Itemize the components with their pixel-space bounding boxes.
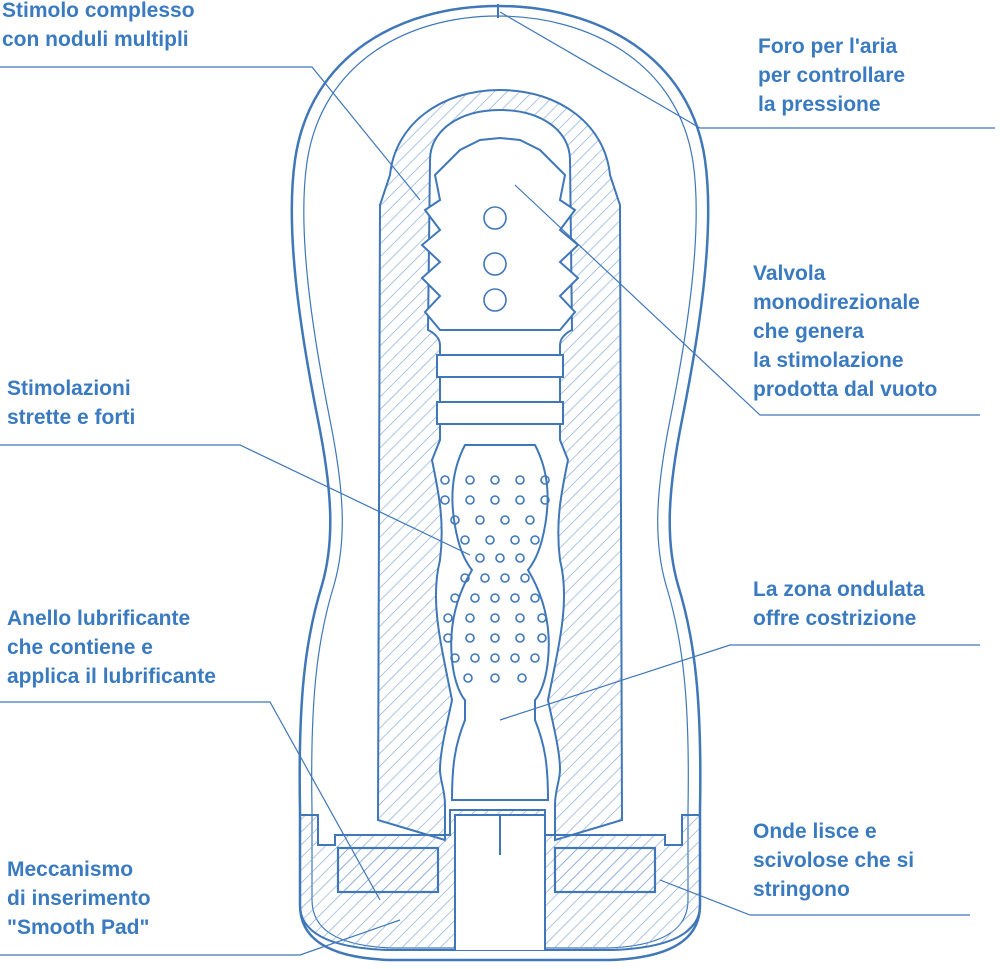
label-line: che contiene e [7, 636, 153, 659]
label-line: monodirezionale [753, 291, 920, 314]
label-line: che genera [753, 320, 864, 343]
valve-lower-chamber [436, 401, 564, 425]
lube-ring-left [336, 846, 440, 894]
label-wavy-zone: La zona ondulata offre costrizione [753, 575, 925, 633]
label-line: prodotta dal vuoto [753, 378, 938, 401]
label-complex-stimulus: Stimolo complesso con noduli multipli [2, 0, 195, 54]
outer-shell [290, 4, 710, 962]
label-line: di inserimento [7, 887, 151, 910]
label-valve: Valvola monodirezionale che genera la st… [753, 259, 937, 404]
label-smooth-waves: Onde lisce e scivolose che si stringono [753, 817, 914, 904]
label-line: stringono [753, 878, 850, 901]
label-line: scivolose che si [753, 849, 915, 872]
leader-lines [0, 11, 995, 956]
label-line: con noduli multipli [2, 28, 189, 51]
label-line: Valvola [753, 262, 826, 285]
label-line: strette e forti [7, 406, 136, 429]
label-line: Foro per l'aria [758, 35, 898, 58]
label-lube-ring: Anello lubrificante che contiene e appli… [7, 604, 216, 691]
label-line: Meccanismo [7, 858, 134, 881]
label-line: Stimolo complesso [2, 0, 195, 22]
label-line: Stimolazioni [7, 377, 131, 400]
label-smooth-pad: Meccanismo di inserimento "Smooth Pad" [7, 855, 151, 942]
label-line: La zona ondulata [753, 578, 925, 601]
label-line: per controllare [758, 64, 906, 87]
label-line: offre costrizione [753, 607, 917, 630]
nodule-canal [450, 444, 550, 801]
label-tight-stimulation: Stimolazioni strette e forti [7, 374, 135, 432]
inner-canal [420, 136, 580, 331]
valve-upper-chamber [436, 354, 564, 378]
label-line: "Smooth Pad" [7, 916, 150, 939]
label-line: la pressione [758, 93, 881, 116]
lube-ring-right [553, 846, 657, 894]
label-line: Anello lubrificante [7, 607, 191, 630]
nodule-dots [440, 206, 550, 683]
label-line: applica il lubrificante [7, 665, 216, 688]
label-line: la stimolazione [753, 349, 904, 372]
label-air-hole: Foro per l'aria per controllare la press… [758, 32, 905, 119]
label-line: Onde lisce e [753, 820, 877, 843]
inner-sleeve [376, 88, 624, 842]
